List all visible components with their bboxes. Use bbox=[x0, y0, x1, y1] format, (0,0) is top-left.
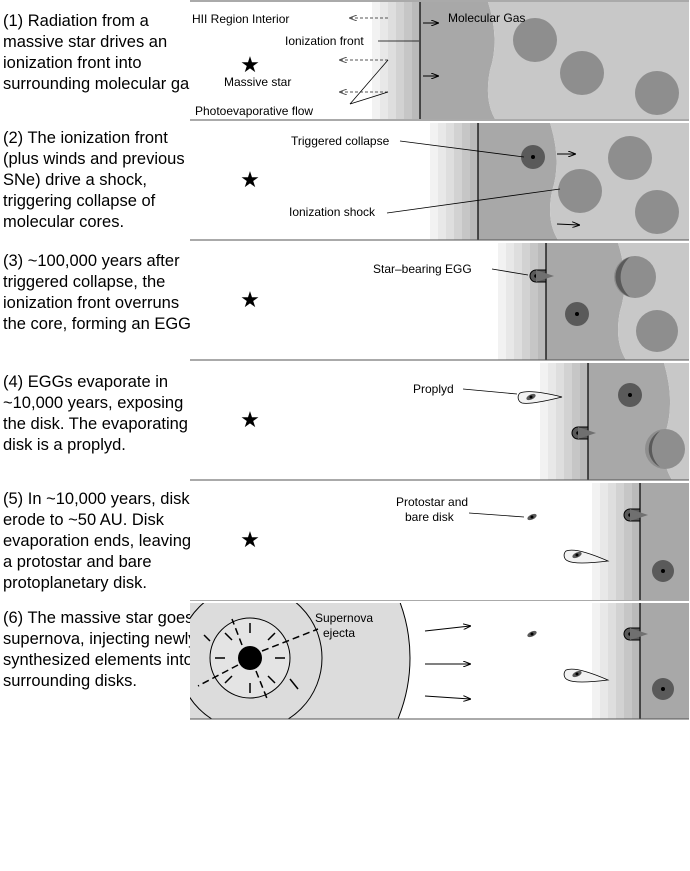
ionization-gradient bbox=[430, 123, 478, 240]
panel-5-diagram: ★ Protostar and bare disk bbox=[190, 481, 689, 602]
panel-6-diagram: Supernova ejecta bbox=[190, 601, 689, 721]
panel-step-6: Supernova ejecta bbox=[190, 601, 689, 721]
molecular-core bbox=[645, 429, 685, 469]
ionization-shock-pointer bbox=[386, 188, 561, 214]
panel-4-diagram: ★ Proplyd bbox=[190, 361, 689, 481]
proplyd-pointer bbox=[462, 388, 518, 395]
panel-step-5: ★ Protostar and bare disk bbox=[190, 481, 689, 602]
label-triggered-collapse: Triggered collapse bbox=[291, 134, 390, 148]
panel-2-diagram: ★ Triggered collapse Ionization shock bbox=[190, 121, 689, 241]
label-molecular-gas: Molecular Gas bbox=[448, 11, 525, 25]
label-ionization-front: Ionization front bbox=[285, 34, 364, 48]
shocked-gas-region bbox=[640, 603, 689, 719]
label-ionization-shock: Ionization shock bbox=[289, 205, 376, 219]
caption-step-5: (5) In ~10,000 years, disks erode to ~50… bbox=[3, 490, 198, 592]
flow-label-pointer bbox=[349, 91, 389, 105]
label-massive-star: Massive star bbox=[224, 75, 291, 89]
shocked-gas-region bbox=[420, 2, 495, 119]
panel-3-diagram: ★ Star–bearing EGG bbox=[190, 241, 689, 361]
label-supernova-line1: Supernova bbox=[315, 611, 373, 625]
shock-arrow bbox=[556, 224, 579, 225]
panel-step-3: ★ Star–bearing EGG bbox=[190, 241, 689, 361]
molecular-core bbox=[608, 136, 652, 180]
caption-step-1: (1) Radiation from a massive star drives… bbox=[3, 12, 203, 93]
label-protostar-line2: bare disk bbox=[405, 510, 455, 524]
caption-step-6: (6) The massive star goes supernova, inj… bbox=[3, 609, 197, 690]
shocked-gas-region bbox=[546, 243, 626, 360]
egg-pointer bbox=[491, 268, 529, 276]
label-star-bearing-egg: Star–bearing EGG bbox=[373, 262, 472, 276]
massive-star-icon: ★ bbox=[240, 407, 260, 432]
triggered-collapse-pointer bbox=[399, 140, 525, 158]
molecular-core bbox=[636, 310, 678, 352]
molecular-core bbox=[513, 18, 557, 62]
massive-star-icon: ★ bbox=[240, 167, 260, 192]
molecular-core bbox=[560, 51, 604, 95]
label-hii-region: HII Region Interior bbox=[192, 12, 289, 26]
proplyd-icon bbox=[517, 391, 563, 404]
panel-step-2: ★ Triggered collapse Ionization shock bbox=[190, 121, 689, 241]
panel-step-1: ★ HII Region Interior Molecular Gas Ioni… bbox=[190, 0, 689, 121]
protostar-pointer bbox=[468, 512, 525, 518]
supernova-rays bbox=[197, 618, 319, 702]
panel-step-4: ★ Proplyd bbox=[190, 361, 689, 481]
ejecta-arrow bbox=[424, 626, 470, 632]
molecular-core bbox=[635, 71, 679, 115]
shocked-gas-region bbox=[478, 123, 558, 240]
molecular-core bbox=[558, 169, 602, 213]
caption-step-4: (4) EGGs evaporate in ~10,000 years, exp… bbox=[3, 373, 188, 454]
ionization-gradient bbox=[372, 2, 420, 119]
massive-star-icon: ★ bbox=[240, 527, 260, 552]
shocked-gas-region bbox=[640, 483, 689, 600]
ejecta-arrow bbox=[424, 695, 470, 699]
panel-1-diagram: ★ HII Region Interior Molecular Gas Ioni… bbox=[190, 0, 689, 121]
label-proplyd: Proplyd bbox=[413, 382, 454, 396]
ionization-gradient bbox=[540, 363, 588, 480]
label-protostar-line1: Protostar and bbox=[396, 495, 468, 509]
caption-step-3: (3) ~100,000 years after triggered colla… bbox=[3, 252, 196, 333]
ionization-gradient bbox=[498, 243, 546, 360]
label-photoevaporative-flow: Photoevaporative flow bbox=[195, 104, 313, 118]
ionization-gradient bbox=[592, 603, 640, 719]
ionization-gradient bbox=[592, 483, 640, 600]
molecular-core bbox=[635, 190, 679, 234]
molecular-core bbox=[614, 256, 656, 298]
flow-label-pointer bbox=[349, 59, 389, 105]
massive-star-icon: ★ bbox=[240, 287, 260, 312]
caption-step-2: (2) The ionization front (plus winds and… bbox=[3, 129, 185, 231]
label-supernova-line2: ejecta bbox=[323, 626, 355, 640]
massive-star-icon: ★ bbox=[240, 52, 260, 77]
supernova-core bbox=[238, 646, 262, 670]
